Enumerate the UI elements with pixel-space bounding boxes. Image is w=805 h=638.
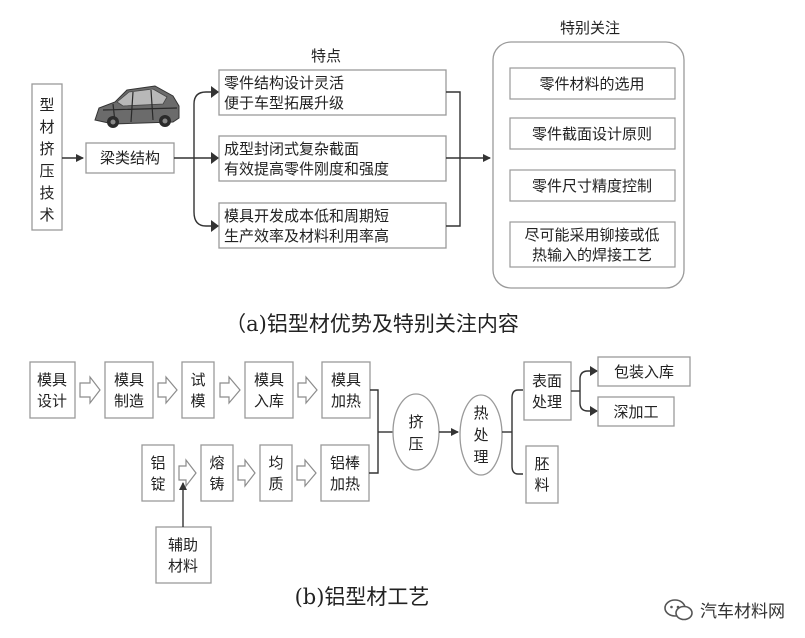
flow-arrow <box>79 375 101 405</box>
flow-arrow <box>157 375 178 405</box>
focus-title: 特别关注 <box>560 19 620 37</box>
svg-text:材料: 材料 <box>168 557 198 575</box>
caption-a: （a)铝型材优势及特别关注内容 <box>225 312 519 336</box>
step-packaging-storage: 包装入库 <box>597 356 691 387</box>
svg-text:挤: 挤 <box>39 140 54 158</box>
svg-text:辅助: 辅助 <box>168 536 198 554</box>
beam-structure-box <box>85 142 175 174</box>
step-aluminum-ingot: 铝 锭 <box>141 444 175 502</box>
focus-item: 尽可能采用铆接或低 热输入的焊接工艺 <box>509 221 676 268</box>
step-casting: 熔 铸 <box>200 444 234 502</box>
svg-text:铝: 铝 <box>150 454 165 472</box>
step-mold-design: 模具 设计 <box>29 361 76 419</box>
svg-text:热输入的焊接工艺: 热输入的焊接工艺 <box>532 246 652 264</box>
svg-text:模: 模 <box>190 392 205 410</box>
flow-arrow <box>296 458 317 488</box>
svg-text:胚: 胚 <box>534 455 549 473</box>
svg-text:铸: 铸 <box>209 475 224 493</box>
step-heat-treatment: 热 处 理 <box>459 394 503 476</box>
step-homogenize: 均 质 <box>259 444 293 502</box>
svg-text:术: 术 <box>39 206 54 224</box>
svg-text:成型封闭式复杂截面: 成型封闭式复杂截面 <box>224 140 359 158</box>
svg-text:模具: 模具 <box>114 371 144 389</box>
car-body-image <box>94 85 180 128</box>
flow-arrow <box>237 458 256 488</box>
features-title: 特点 <box>311 47 341 65</box>
svg-text:技: 技 <box>39 184 54 202</box>
svg-text:零件截面设计原则: 零件截面设计原则 <box>532 125 652 143</box>
svg-text:挤: 挤 <box>408 413 423 431</box>
extrusion-tech-box <box>31 83 63 231</box>
step-extrusion: 挤 压 <box>392 393 440 471</box>
extrusion-tech-label: 型 材 挤 压 技 术 <box>39 96 54 224</box>
step-mold-storage: 模具 入库 <box>244 361 294 419</box>
focus-item: 零件材料的选用 <box>509 67 676 100</box>
svg-text:均: 均 <box>268 454 283 472</box>
svg-text:入库: 入库 <box>254 392 284 410</box>
svg-text:铝棒: 铝棒 <box>330 454 360 472</box>
step-deep-processing: 深加工 <box>597 396 675 427</box>
flow-arrow <box>219 375 241 405</box>
svg-text:零件尺寸精度控制: 零件尺寸精度控制 <box>532 177 652 195</box>
svg-text:模具开发成本低和周期短: 模具开发成本低和周期短 <box>224 207 389 225</box>
flow-arrow <box>297 375 318 405</box>
svg-text:模具: 模具 <box>37 371 67 389</box>
svg-text:尽可能采用铆接或低: 尽可能采用铆接或低 <box>524 226 659 244</box>
watermark-text: 汽车材料网 <box>700 602 785 622</box>
svg-text:生产效率及材料利用率高: 生产效率及材料利用率高 <box>224 227 389 245</box>
svg-text:加热: 加热 <box>330 475 360 493</box>
svg-text:理: 理 <box>473 448 488 466</box>
svg-text:表面: 表面 <box>532 372 562 390</box>
svg-text:深加工: 深加工 <box>613 403 658 421</box>
step-billet-heating: 铝棒 加热 <box>320 444 370 502</box>
features-right-bracket <box>446 91 461 227</box>
svg-text:材: 材 <box>39 118 54 136</box>
svg-text:设计: 设计 <box>37 392 67 410</box>
svg-text:零件材料的选用: 零件材料的选用 <box>539 75 644 93</box>
step-blank: 胚 料 <box>525 445 559 504</box>
output-bracket <box>579 370 597 412</box>
svg-text:包装入库: 包装入库 <box>614 363 674 381</box>
beam-structure-label: 梁类结构 <box>100 149 160 167</box>
step-auxiliary-materials: 辅助 材料 <box>155 526 212 584</box>
svg-text:处理: 处理 <box>532 393 562 411</box>
svg-text:型: 型 <box>39 96 54 114</box>
svg-text:料: 料 <box>534 476 549 494</box>
focus-item: 零件尺寸精度控制 <box>509 169 676 202</box>
svg-text:质: 质 <box>268 475 283 493</box>
focus-item: 零件截面设计原则 <box>509 117 676 150</box>
step-surface-treatment: 表面 处理 <box>523 361 572 421</box>
wechat-icon <box>664 598 693 620</box>
svg-text:零件结构设计灵活: 零件结构设计灵活 <box>224 74 344 92</box>
feature-box: 模具开发成本低和周期短 生产效率及材料利用率高 <box>218 202 447 249</box>
svg-text:有效提高零件刚度和强度: 有效提高零件刚度和强度 <box>224 160 389 178</box>
flow-arrow <box>178 458 197 488</box>
svg-text:热: 热 <box>473 404 488 422</box>
step-mold-heating: 模具 加热 <box>321 361 371 419</box>
svg-text:压: 压 <box>408 435 423 453</box>
feature-box: 成型封闭式复杂截面 有效提高零件刚度和强度 <box>218 135 447 182</box>
svg-text:模具: 模具 <box>254 371 284 389</box>
svg-text:熔: 熔 <box>209 454 224 472</box>
svg-text:压: 压 <box>39 162 54 180</box>
feature-box: 零件结构设计灵活 便于车型拓展升级 <box>218 69 447 116</box>
step-trial-mold: 试 模 <box>181 361 215 419</box>
svg-text:模具: 模具 <box>331 371 361 389</box>
svg-text:处: 处 <box>473 426 488 444</box>
step-mold-manufacture: 模具 制造 <box>104 361 154 419</box>
watermark: 汽车材料网 <box>664 597 785 622</box>
svg-text:便于车型拓展升级: 便于车型拓展升级 <box>224 94 344 112</box>
split-bracket <box>511 389 523 475</box>
svg-text:试: 试 <box>190 371 205 389</box>
svg-text:加热: 加热 <box>331 392 361 410</box>
svg-text:锭: 锭 <box>150 475 165 493</box>
svg-text:制造: 制造 <box>114 392 144 410</box>
caption-b: (b)铝型材工艺 <box>295 585 430 609</box>
